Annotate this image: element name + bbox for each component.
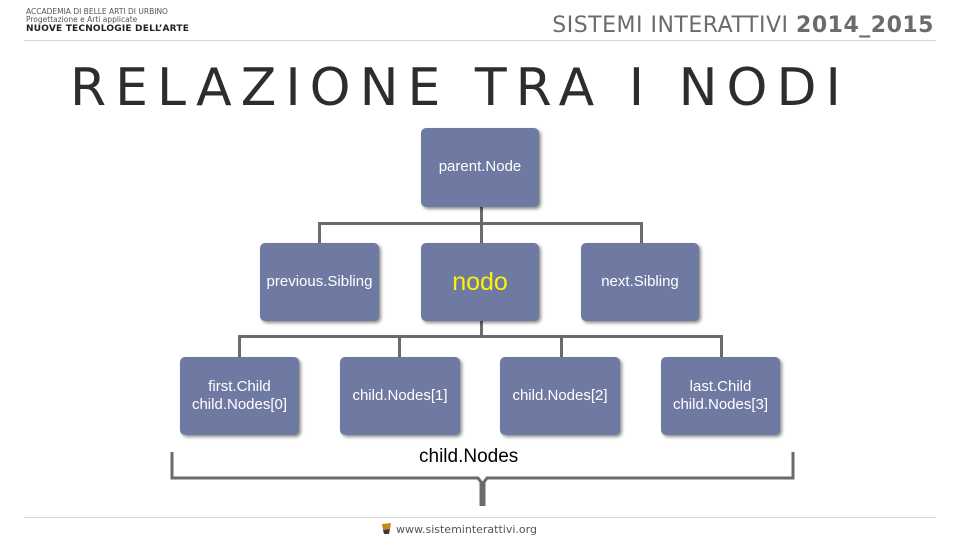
- course-title: SISTEMI INTERATTIVI 2014_2015: [552, 13, 934, 38]
- node-child-2-line1: child.Nodes[2]: [512, 387, 608, 404]
- node-current-label: nodo: [452, 268, 508, 296]
- node-child-0-line1: first.Child: [208, 378, 271, 395]
- connector-parent-down: [480, 207, 483, 224]
- node-child-1: child.Nodes[1]: [340, 357, 460, 435]
- site-logo-icon: [382, 523, 391, 534]
- footer-divider: [24, 517, 936, 518]
- course-year: 2014_2015: [796, 13, 934, 38]
- connector-nodo-down: [480, 320, 483, 337]
- child-nodes-brace: [170, 452, 795, 506]
- node-child-3-line2: child.Nodes[3]: [672, 396, 769, 413]
- connector-to-nodo: [480, 222, 483, 243]
- footer-url[interactable]: www.sisteminterattivi.org: [396, 523, 537, 536]
- node-child-3-line1: last.Child: [689, 378, 752, 395]
- connector-to-child-3: [720, 335, 723, 358]
- connector-to-next: [640, 222, 643, 243]
- connector-to-previous: [318, 222, 321, 243]
- academy-program: NUOVE TECNOLOGIE DELL’ARTE: [26, 24, 190, 34]
- connector-to-child-2: [560, 335, 563, 358]
- child-nodes-label: child.Nodes: [419, 446, 519, 467]
- node-child-1-line1: child.Nodes[1]: [352, 387, 448, 404]
- node-previous-label: previous.Sibling: [266, 273, 373, 290]
- node-child-0: first.Child child.Nodes[0]: [180, 357, 299, 435]
- node-next-sibling: next.Sibling: [581, 243, 699, 321]
- node-current: nodo: [421, 243, 539, 321]
- node-child-2: child.Nodes[2]: [500, 357, 620, 435]
- academy-name: ACCADEMIA DI BELLE ARTI DI URBINO: [26, 7, 168, 16]
- node-child-0-line2: child.Nodes[0]: [191, 396, 288, 413]
- node-previous-sibling: previous.Sibling: [260, 243, 379, 321]
- connector-to-child-0: [238, 335, 241, 358]
- node-child-3: last.Child child.Nodes[3]: [661, 357, 780, 435]
- header-divider: [24, 40, 936, 41]
- academy-department: Progettazione e Arti applicate: [26, 15, 138, 24]
- node-parent-label: parent.Node: [438, 158, 522, 175]
- connector-to-child-1: [398, 335, 401, 358]
- course-name: SISTEMI INTERATTIVI: [552, 13, 789, 38]
- slide-title: RELAZIONE TRA I NODI: [70, 58, 850, 118]
- node-next-label: next.Sibling: [601, 273, 679, 290]
- connector-children-bar: [238, 335, 723, 338]
- node-parent: parent.Node: [421, 128, 539, 207]
